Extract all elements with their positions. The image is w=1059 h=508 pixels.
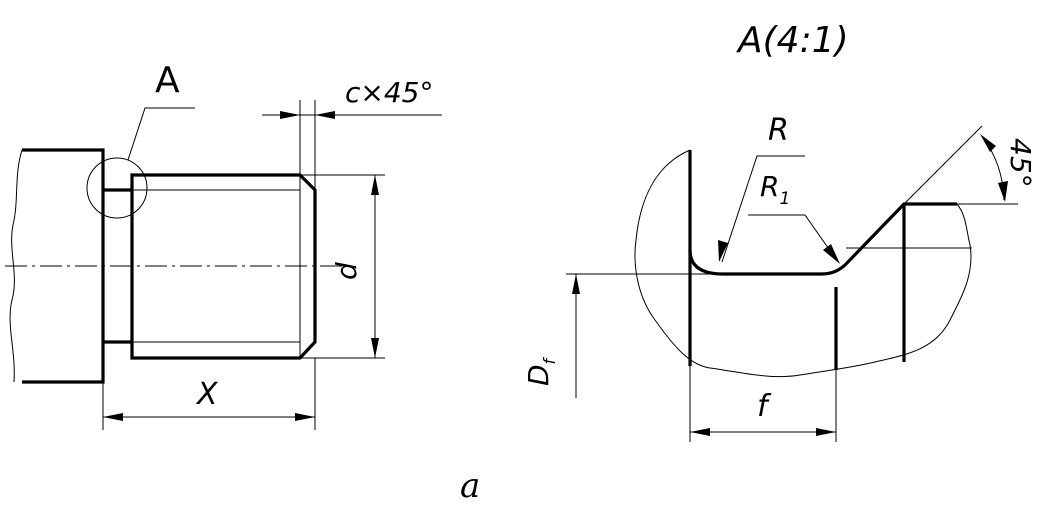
d-arrow-top (371, 175, 379, 195)
undercut (103, 188, 132, 344)
angle-arrow-bottom (998, 181, 1008, 202)
r1-label: R1 (760, 170, 790, 209)
x-arrow-right (295, 413, 315, 421)
figure-caption: a (460, 466, 480, 506)
break-line-left (9, 149, 23, 383)
r1-arrow (823, 244, 840, 264)
r-label: R (768, 113, 789, 148)
df-arrow (572, 274, 580, 294)
angle-label: 45° (1004, 138, 1037, 188)
r1-label-base: R (760, 170, 779, 203)
d-arrow-bottom (371, 338, 379, 358)
chamfer-arrow-left (280, 111, 300, 119)
f-arrow-right (816, 428, 836, 436)
angle-ext-line (903, 125, 983, 205)
detail-leader (127, 107, 195, 161)
angle-arrow-top (980, 134, 996, 152)
r-arrow (718, 240, 728, 262)
chamfer-label: c×45° (345, 76, 433, 109)
detail-circle (86, 157, 148, 219)
df-label-sub: f (540, 356, 559, 364)
df-label-base: D (522, 364, 555, 386)
groove-profile (688, 150, 957, 276)
df-label: Df (522, 356, 559, 386)
detail-view: A(4:1) R R1 45° Df f (522, 20, 1037, 442)
detail-title: A(4:1) (736, 20, 849, 61)
r1-label-sub: 1 (779, 189, 790, 209)
f-arrow-left (690, 428, 710, 436)
x-arrow-left (103, 413, 123, 421)
f-label: f (757, 389, 772, 424)
detail-break-boundary (634, 149, 972, 378)
d-label: d (330, 262, 363, 280)
r1-leader (748, 214, 839, 263)
left-view: A c×45° d X (5, 60, 442, 430)
r-leader (721, 155, 805, 263)
detail-ref-label: A (155, 60, 180, 101)
chamfer-arrow-right (315, 111, 335, 119)
x-label: X (195, 377, 219, 412)
